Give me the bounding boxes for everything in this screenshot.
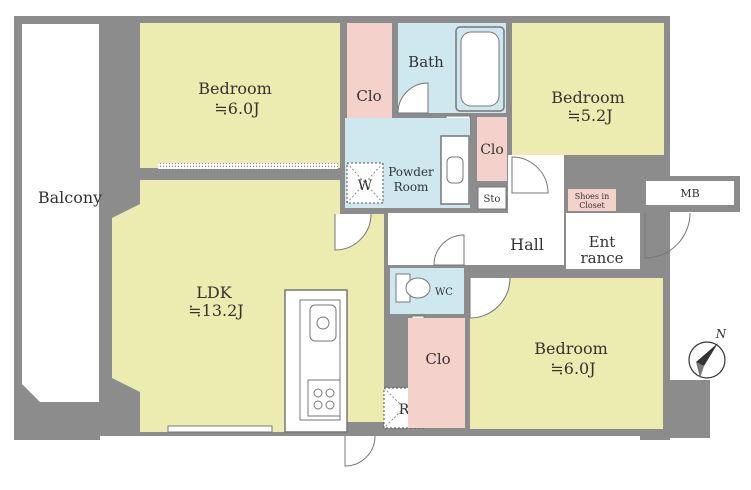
entrance: Ent rance — [566, 212, 691, 269]
ldk-size: ≒13.2J — [188, 301, 243, 320]
ldk-name: LDK — [196, 283, 232, 302]
closet-nw-label: Clo — [356, 87, 381, 105]
north-compass: N — [688, 327, 727, 379]
wc: WC — [390, 268, 464, 314]
bedroom-nw-name: Bedroom — [198, 79, 272, 98]
shoes-label-1: Shoes in — [575, 192, 610, 201]
hall: Hall — [388, 155, 564, 266]
bathroom: Bath — [397, 23, 506, 114]
bedroom-ne-name: Bedroom — [551, 88, 625, 107]
closet-s-label: Clo — [425, 350, 450, 368]
fridge-label: R — [399, 402, 410, 418]
mb-label: MB — [680, 187, 699, 200]
sto-label: Sto — [484, 194, 501, 205]
bedroom-southeast: Bedroom ≒6.0J — [469, 277, 663, 429]
closet-ne-label: Clo — [480, 142, 504, 158]
ldk-door — [334, 213, 372, 251]
bedroom-northeast: Bedroom ≒5.2J — [512, 23, 664, 155]
north-label: N — [715, 327, 727, 341]
closet-south: Clo — [408, 318, 465, 428]
meter-box: MB — [646, 181, 734, 205]
powder-room-label-1: Powder — [388, 165, 434, 179]
entrance-label-2: rance — [580, 249, 623, 267]
shoes-label-2: Closet — [579, 201, 605, 210]
washer-label: W — [358, 178, 373, 194]
wc-label: WC — [435, 287, 453, 298]
closet-northeast: Clo — [477, 117, 507, 181]
bath-label: Bath — [408, 53, 444, 71]
balcony-label: Balcony — [38, 188, 102, 207]
bedroom-northwest: Bedroom ≒6.0J — [140, 23, 340, 169]
bedroom-nw-size: ≒6.0J — [214, 99, 259, 118]
storage: Sto — [477, 186, 507, 210]
ldk: R LDK ≒13.2J — [112, 180, 425, 433]
bedroom-ne-size: ≒5.2J — [567, 106, 612, 125]
bedroom-se-size: ≒6.0J — [550, 359, 595, 378]
hall-label: Hall — [510, 235, 544, 254]
entrance-label-1: Ent — [589, 233, 616, 251]
kitchen-door — [344, 435, 376, 467]
powder-room-label-2: Room — [394, 180, 429, 194]
balcony: Balcony — [14, 16, 102, 440]
bedroom-se-name: Bedroom — [534, 339, 608, 358]
shoes-closet: Shoes in Closet — [568, 189, 616, 211]
powder-room: W Powder Room — [345, 118, 470, 208]
